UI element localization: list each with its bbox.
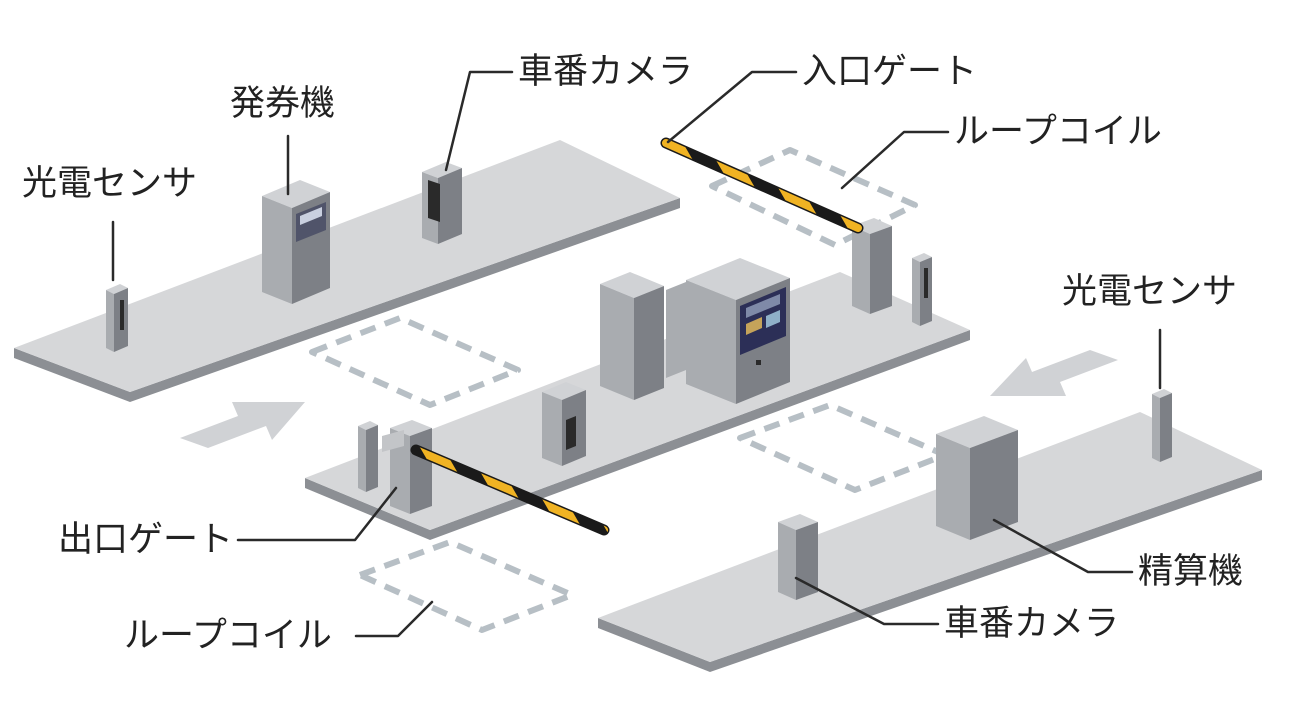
payment-booth-center	[600, 272, 664, 400]
island-middle	[305, 272, 970, 540]
exit-gate-barrier	[410, 444, 610, 536]
loop-coil-exit	[357, 539, 575, 633]
plate-camera-top-device	[422, 162, 462, 244]
photo-sensor-right-device	[1152, 389, 1172, 462]
side-unit-center	[666, 282, 686, 378]
entrance-gate-barrier	[660, 137, 864, 234]
island-bottom-right	[598, 412, 1262, 672]
leader-payment-machine	[992, 518, 1134, 574]
island-top-left	[14, 140, 680, 402]
label-ticket-machine: 発券機	[230, 84, 336, 124]
payment-machine-right-device	[936, 416, 1018, 540]
photo-sensor-exit-device	[358, 421, 378, 492]
leader-loop-coil-left	[354, 600, 434, 638]
photo-sensor-middle-device	[912, 253, 932, 326]
loop-coil-entrance	[709, 147, 918, 248]
payment-machine-center	[686, 258, 790, 404]
leader-plate-camera-bottom	[794, 576, 940, 626]
label-payment-machine: 精算機	[1138, 552, 1244, 592]
leader-loop-coil-right	[840, 130, 950, 190]
label-loop-coil-right: ループコイル	[954, 112, 1162, 152]
label-exit-gate: 出口ゲート	[58, 520, 234, 560]
left-arrow-icon	[990, 350, 1118, 396]
loop-coil-right-lane	[737, 402, 948, 493]
loop-coil-left-lane	[309, 315, 521, 408]
label-photo-sensor-right: 光電センサ	[1062, 272, 1238, 312]
ticket-machine-device	[262, 180, 330, 304]
label-plate-camera-top: 車番カメラ	[518, 52, 694, 92]
label-photo-sensor-left: 光電センサ	[22, 164, 198, 204]
photo-sensor-left-device	[106, 284, 128, 352]
leader-exit-gate	[236, 486, 398, 542]
leader-plate-camera-top	[444, 70, 514, 172]
plate-camera-middle-device	[542, 382, 586, 466]
label-plate-camera-bottom: 車番カメラ	[944, 604, 1120, 644]
label-loop-coil-left: ループコイル	[124, 616, 332, 656]
right-arrow-icon	[180, 402, 305, 448]
label-entrance-gate: 入口ゲート	[802, 52, 978, 92]
entrance-gate-device	[852, 218, 892, 314]
leader-entrance-gate	[666, 70, 798, 144]
